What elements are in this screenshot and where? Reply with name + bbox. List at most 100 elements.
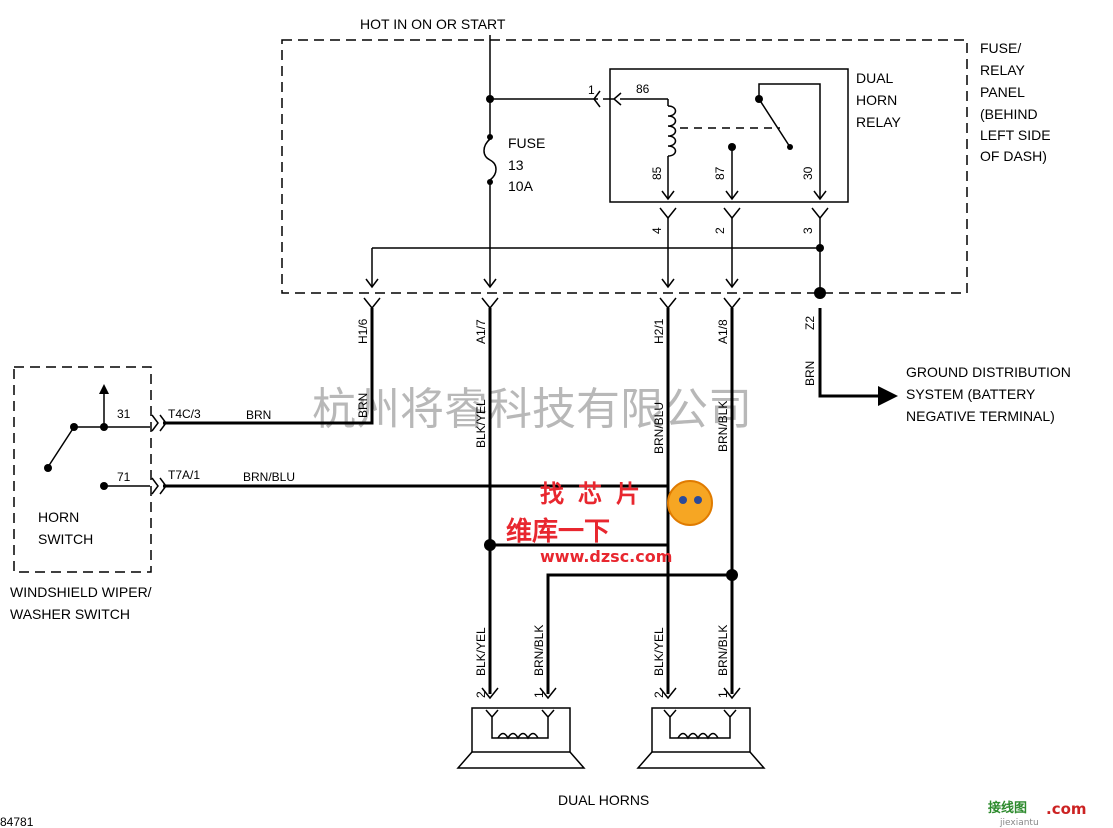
horn-l-conn-1: [539, 687, 557, 700]
horn-r-conn-2: [659, 687, 677, 700]
fuse-terminal-bottom: [487, 179, 493, 185]
relay-label-1: DUAL: [856, 70, 894, 86]
switch-node-71: [100, 482, 108, 490]
label-r-blk-yel: BLK/YEL: [652, 627, 666, 676]
relay-pin-30: 30: [801, 166, 815, 180]
corner-watermark: 接线图 .com jiexiantu: [988, 800, 1087, 828]
horn-right: [636, 707, 766, 769]
switch-pin-31: 31: [117, 407, 131, 421]
corner-wm-3: jiexiantu: [999, 818, 1039, 828]
wire-brn-ground: [818, 308, 880, 398]
panel-label-1: FUSE/: [980, 40, 1021, 56]
conn-2-label: 2: [713, 227, 727, 234]
conn-4: [659, 207, 677, 220]
site-logo: 找 芯 片 维库一下 www.dzsc.com: [506, 480, 713, 566]
fuse-number: 13: [508, 157, 524, 173]
relay-box: [609, 68, 849, 203]
ground-label-2: SYSTEM (BATTERY: [906, 386, 1036, 402]
conn-a18-label: A1/8: [716, 319, 730, 344]
conn-h21: [659, 297, 677, 310]
conn-t4c3: [151, 414, 167, 432]
logo-char-2: 芯: [578, 480, 602, 508]
relay-pin-87: 87: [713, 166, 727, 180]
relay-coil: [667, 105, 677, 157]
ground-splice: [814, 287, 826, 299]
wire-brn-blk-cross: [546, 573, 732, 694]
relay-switch-arm: [758, 98, 791, 148]
fuse-terminal-top: [487, 134, 493, 140]
label-l-brn-blk: BRN/BLK: [532, 625, 546, 676]
relay-label-3: RELAY: [856, 114, 902, 130]
conn-3: [811, 207, 829, 220]
wiper-switch-label-2: WASHER SWITCH: [10, 606, 130, 622]
relay-pin-85: 85: [650, 166, 664, 180]
panel-label-2: RELAY: [980, 62, 1026, 78]
conn-a17: [481, 297, 499, 310]
relay-label-2: HORN: [856, 92, 897, 108]
ground-arrow: [878, 386, 898, 406]
hot-in-label: HOT IN ON OR START: [360, 16, 506, 32]
horn-switch-arm: [47, 426, 75, 468]
switch-pin-71: 71: [117, 470, 131, 484]
panel-label-4: (BEHIND: [980, 106, 1038, 122]
pin-85-arrow: [661, 190, 675, 201]
label-brn-h: BRN: [246, 408, 271, 422]
conn-a17-label: A1/7: [474, 319, 488, 344]
horn-r-conn-1: [723, 687, 741, 700]
fuse-relay-panel: [281, 39, 968, 294]
fuse-rating: 10A: [508, 178, 534, 194]
corner-wm-1: 接线图: [988, 800, 1027, 816]
relay-pin-1: 1: [588, 83, 595, 97]
contact-30-lead: [758, 83, 821, 198]
conn-z2-label: Z2: [803, 316, 817, 330]
conn-h21-label: H2/1: [652, 318, 666, 344]
relay-pin-86: 86: [636, 82, 650, 96]
logo-subtitle: 维库一下: [506, 516, 610, 547]
fuse-element: [483, 138, 497, 181]
switch-contact-bottom: [44, 464, 52, 472]
fuse-label: FUSE: [508, 135, 545, 151]
label-brn-blu-h: BRN/BLU: [243, 470, 295, 484]
figure-id: 84781: [0, 815, 34, 828]
horn-l-pin-1: 1: [532, 691, 546, 698]
horn-switch-label-1: HORN: [38, 509, 79, 525]
relay-out-87-arrow: [725, 278, 739, 289]
conn-3-label: 3: [801, 227, 815, 234]
ground-label-3: NEGATIVE TERMINAL): [906, 408, 1055, 424]
horn-l-conn-2: [481, 687, 499, 700]
label-l-blk-yel: BLK/YEL: [474, 627, 488, 676]
relay-out-85-arrow: [661, 278, 675, 289]
panel-label-5: LEFT SIDE: [980, 127, 1051, 143]
wire-brn-switch: [163, 308, 374, 425]
horn-l-pin-2: 2: [474, 691, 488, 698]
watermark-text: 杭州将睿科技有限公司: [312, 384, 752, 435]
corner-wm-2: .com: [1046, 800, 1087, 818]
conn-a18: [723, 297, 741, 310]
conn-2: [723, 207, 741, 220]
horn-switch-label-2: SWITCH: [38, 531, 93, 547]
relay-pin-1-connector: [593, 90, 601, 108]
relay-86-arrow: [603, 92, 622, 106]
horn-left: [456, 707, 586, 769]
wiper-switch-label-1: WINDSHIELD WIPER/: [10, 584, 152, 600]
logo-char-1: 找: [540, 480, 564, 508]
horn-r-pin-1: 1: [716, 691, 730, 698]
label-brn-z2: BRN: [803, 361, 817, 386]
label-brn-blk: BRN/BLK: [716, 401, 730, 452]
wiper-switch-box: [13, 366, 152, 573]
logo-char-3: 片: [616, 480, 640, 508]
conn-h16-label: H1/6: [356, 318, 370, 344]
ground-drop-arrow: [365, 278, 379, 289]
fuse-output-arrow: [483, 278, 497, 289]
conn-4-label: 4: [650, 227, 664, 234]
conn-t4c3-label: T4C/3: [168, 407, 201, 421]
horn-r-pin-2: 2: [652, 691, 666, 698]
dual-horns-label: DUAL HORNS: [558, 792, 649, 808]
label-r-brn-blk: BRN/BLK: [716, 625, 730, 676]
switch-up-arrow: [99, 384, 109, 394]
switch-tip: [787, 144, 793, 150]
ground-label-1: GROUND DISTRIBUTION: [906, 364, 1071, 380]
pin-30-arrow: [813, 190, 827, 201]
panel-label-3: PANEL: [980, 84, 1025, 100]
